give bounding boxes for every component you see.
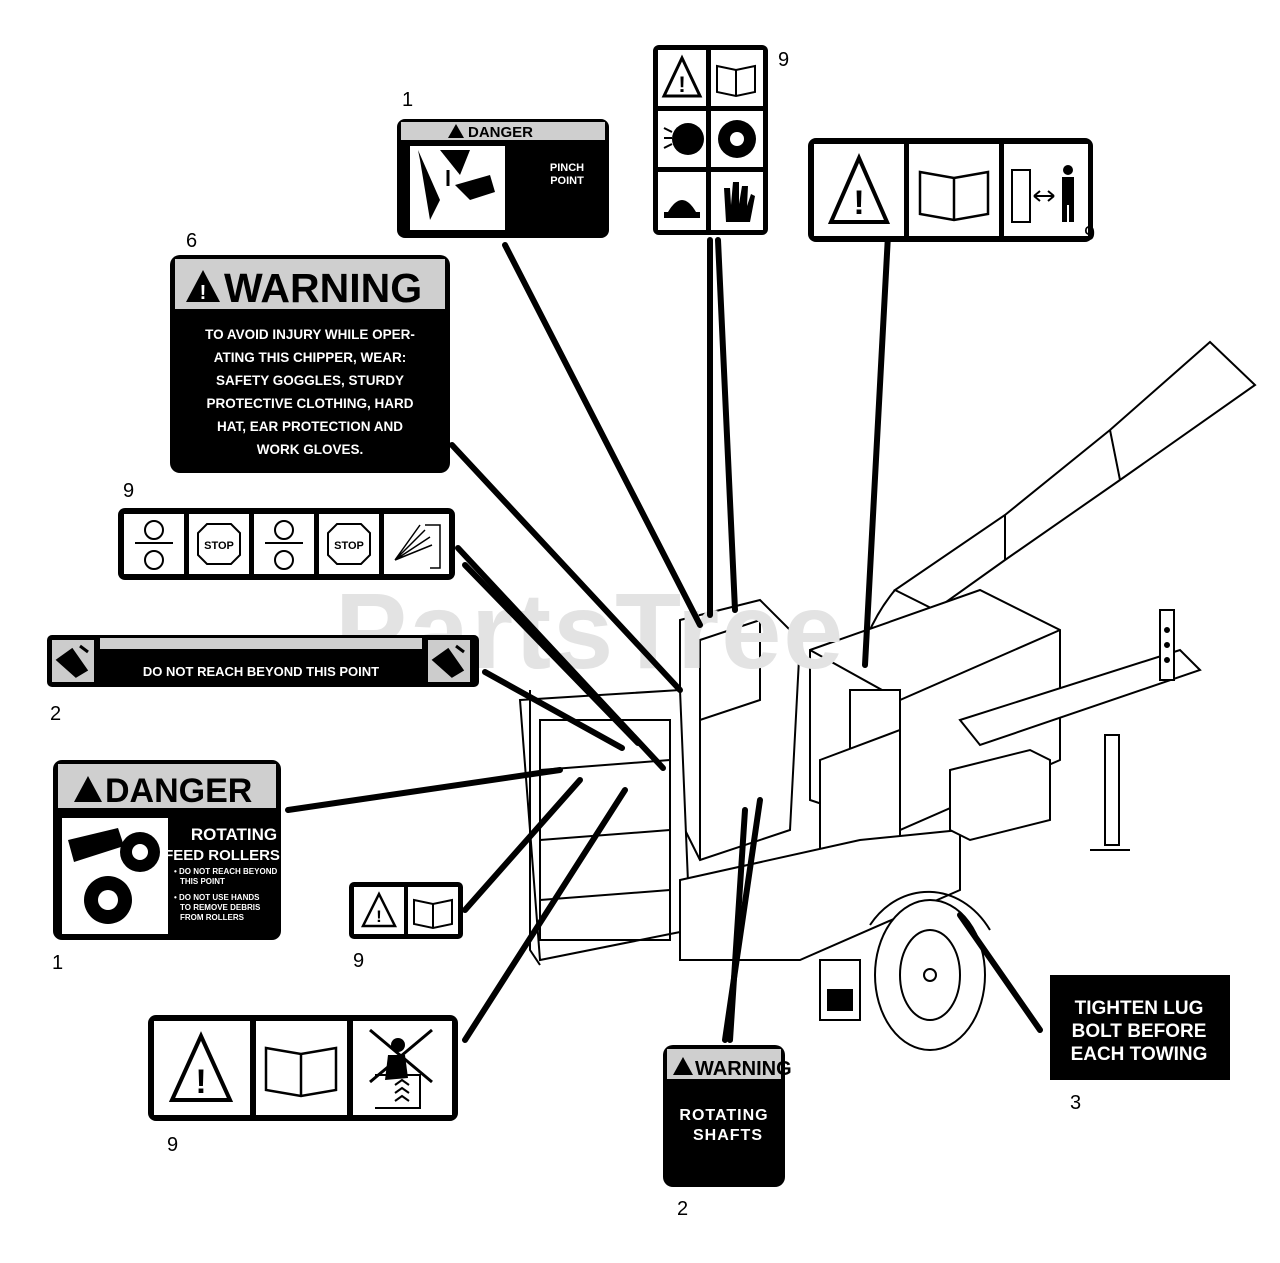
no-riding-icon [369, 1028, 433, 1109]
warning-header: WARNING [224, 265, 422, 311]
stop-sign-icon [327, 523, 371, 565]
warning-line: TO AVOID INJURY WHILE OPER- [205, 327, 415, 342]
svg-text:!: ! [678, 72, 685, 97]
manual-book-icon [918, 170, 990, 222]
warning-triangle-icon [74, 776, 102, 802]
chipper-machine-illustration [518, 340, 1257, 1051]
pinch-line2: POINT [550, 175, 584, 187]
callout-number: 2 [50, 703, 61, 725]
hard-hat-icon [664, 200, 700, 218]
decal-warning-ppe-text: ! WARNING TO AVOID INJURY WHILE OPER- AT… [170, 255, 450, 473]
callout-number: 1 [402, 89, 413, 111]
lug-line1: TIGHTEN LUG [1075, 998, 1204, 1019]
lug-line3: EACH TOWING [1071, 1044, 1208, 1065]
manual-book-icon [716, 64, 756, 98]
hand-hazard-icon [55, 644, 89, 678]
work-gloves-icon [724, 182, 755, 222]
callout-number: 2 [677, 1198, 688, 1220]
decal-rotating-feed-rollers: DANGER ROTATING FEED ROLLERS • DO NOT RE… [53, 760, 281, 940]
callout-number: 9 [167, 1134, 178, 1156]
callout-number: 3 [1070, 1092, 1081, 1114]
decal-tighten-lug-bolt: TIGHTEN LUG BOLT BEFORE EACH TOWING [1050, 975, 1230, 1080]
warning-triangle-icon [448, 124, 464, 138]
rollers-bullet: • DO NOT USE HANDS [174, 893, 260, 902]
decal-warning-manual-no-riding: ! [148, 1015, 458, 1121]
shafts-line1: ROTATING [679, 1107, 768, 1124]
svg-text:!: ! [195, 1063, 206, 1101]
rollers-title1: ROTATING [191, 825, 277, 844]
warning-triangle-icon [661, 54, 703, 98]
rollers-icon [135, 520, 173, 570]
warning-line: WORK GLOVES. [257, 442, 364, 457]
rollers-bullet: FROM ROLLERS [180, 913, 245, 922]
warning-line: PROTECTIVE CLOTHING, HARD [206, 396, 413, 411]
callout-number: 1 [52, 952, 63, 974]
decal-warning-manual-small: ! [349, 882, 463, 939]
svg-text:!: ! [853, 184, 864, 222]
lug-line2: BOLT BEFORE [1072, 1021, 1207, 1042]
warning-triangle-icon [168, 1031, 234, 1102]
callout-number: 9 [1084, 223, 1095, 245]
decal-ppe-pictograms: ! [653, 45, 768, 235]
decal-warning-manual-distance: ! [808, 138, 1093, 242]
warning-line: SAFETY GOGGLES, STURDY [216, 373, 404, 388]
decal-do-not-reach: DO NOT REACH BEYOND THIS POINT [47, 635, 479, 687]
hand-hazard-icon [431, 644, 465, 678]
ear-protection-icon [718, 120, 756, 158]
manual-book-icon [264, 1046, 338, 1098]
warning-triangle-icon [186, 270, 220, 302]
callout-number: 9 [778, 49, 789, 71]
shafts-line2: SHAFTS [693, 1127, 763, 1144]
pinch-hand-icon [418, 150, 495, 220]
svg-text:!: ! [376, 907, 382, 926]
rollers-bullet: • DO NOT REACH BEYOND [174, 867, 277, 876]
callout-numbers: 1 9 6 9 9 2 1 9 9 2 3 [50, 49, 1095, 1220]
rollers-bullet: THIS POINT [180, 877, 225, 886]
stop-label: STOP [204, 540, 234, 552]
callout-number: 6 [186, 230, 197, 252]
decal-rotating-shafts: WARNING ROTATING SHAFTS [663, 1045, 792, 1187]
decal-stop-sequence: STOP STOP [118, 508, 455, 580]
rollers-bullet: TO REMOVE DEBRIS [180, 903, 261, 912]
danger-header: DANGER [468, 124, 533, 141]
warning-triangle-icon [673, 1057, 693, 1075]
decal-pinch-point: DANGER PINCH POINT [397, 119, 609, 238]
danger-header: DANGER [105, 772, 252, 810]
reach-text: DO NOT REACH BEYOND THIS POINT [143, 664, 379, 679]
feed-rollers-hazard-icon [68, 828, 160, 924]
warning-line: HAT, EAR PROTECTION AND [217, 419, 403, 434]
warning-triangle-icon [360, 891, 398, 928]
svg-text:!: ! [200, 282, 207, 304]
face-shield-icon [663, 123, 704, 155]
rollers-title2: FEED ROLLERS [164, 847, 280, 864]
rollers-icon [265, 520, 303, 570]
stop-sign-icon [197, 523, 241, 565]
warning-triangle-icon [827, 153, 891, 224]
lever-positions-icon [394, 524, 441, 569]
manual-book-icon [413, 898, 453, 930]
stop-label: STOP [334, 540, 364, 552]
warning-line: ATING THIS CHIPPER, WEAR: [214, 350, 407, 365]
warning-header: WARNING [695, 1058, 792, 1080]
callout-number: 9 [123, 480, 134, 502]
keep-distance-icon [1011, 165, 1074, 223]
callout-number: 9 [353, 950, 364, 972]
leader-lines [285, 232, 1043, 1043]
pinch-line1: PINCH [550, 162, 584, 174]
